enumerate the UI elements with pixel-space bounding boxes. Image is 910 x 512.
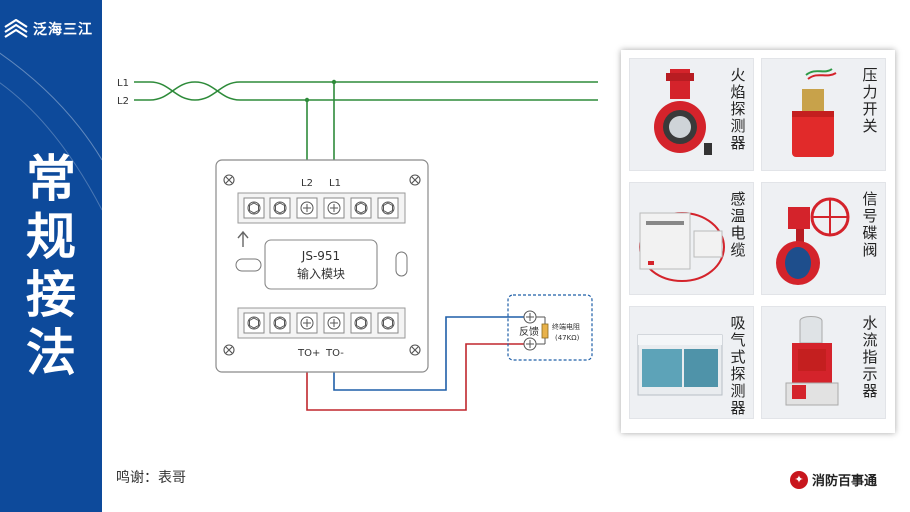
signal-butterfly-valve-icon xyxy=(776,197,850,285)
footer-brand-name: 消防百事通 xyxy=(812,474,878,489)
device-name: 吸气式探测器 xyxy=(730,314,746,417)
sidebar: 泛海三江 常 规 接 法 xyxy=(0,0,102,512)
bottom-terminals xyxy=(243,312,399,334)
module-name: 输入模块 xyxy=(297,266,345,281)
slide-title-char: 规 xyxy=(26,208,76,266)
slide-title-char: 常 xyxy=(26,150,76,208)
device-card-water-flow-indicator: 水流指示器 xyxy=(761,306,886,419)
module-label-window xyxy=(264,239,378,290)
slide-title-char: 接 xyxy=(26,266,76,324)
slot-right xyxy=(395,251,408,277)
device-name: 压力开关 xyxy=(862,66,878,135)
module-model: JS-951 xyxy=(301,249,340,263)
bus-l2-line xyxy=(134,81,598,101)
footer-brand: ✦ 消防百事通 xyxy=(790,470,877,489)
device-card-butterfly-valve: 信号碟阀 xyxy=(761,182,886,295)
sanjiang-logo-icon xyxy=(4,19,28,38)
device-name: 感温电缆 xyxy=(730,190,746,259)
device-name: 火焰探测器 xyxy=(730,66,746,152)
slot-left xyxy=(235,258,262,272)
terminal-label-to-minus: TO- xyxy=(325,348,344,359)
endpoint-box xyxy=(507,294,593,361)
device-card-aspirating-detector: 吸气式探测器 xyxy=(629,306,754,419)
device-card-pressure-switch: 压力开关 xyxy=(761,58,886,171)
brand: 泛海三江 xyxy=(4,19,93,39)
device-name: 水流指示器 xyxy=(862,314,878,400)
slide-title-char: 法 xyxy=(26,324,76,382)
water-flow-indicator-icon xyxy=(785,316,839,406)
resistor-value: (47KΩ) xyxy=(555,334,580,342)
feedback-endpoint: 反馈 终端电阻 (47KΩ) xyxy=(507,294,593,361)
top-terminals xyxy=(243,197,399,219)
bottom-terminal-block xyxy=(237,307,406,339)
heat-cable-icon xyxy=(639,212,725,282)
wire-to-minus xyxy=(333,316,528,391)
up-arrow-icon xyxy=(237,230,249,247)
pressure-switch-icon xyxy=(792,68,837,157)
terminal-label-l2: L2 xyxy=(301,178,313,189)
terminal-label-l1: L1 xyxy=(329,178,341,189)
top-terminal-block xyxy=(237,192,406,224)
feedback-label: 反馈 xyxy=(519,325,539,338)
acknowledgement: 鸣谢：表哥 xyxy=(116,470,186,486)
device-card-heat-cable: 感温电缆 xyxy=(629,182,754,295)
fire-service-logo-icon: ✦ xyxy=(790,470,808,489)
slide-title: 常 规 接 法 xyxy=(0,150,102,420)
device-card-flame-detector: 火焰探测器 xyxy=(629,58,754,171)
devices-panel: 火焰探测器 压力开关 感温电缆 xyxy=(621,50,895,433)
resistor-label: 终端电阻 xyxy=(552,322,580,331)
aspirating-detector-icon xyxy=(637,334,723,396)
bus-l1-line xyxy=(134,81,598,101)
js951-module: L2 L1 JS-951 输入模块 TO+ TO- xyxy=(215,159,429,373)
output-wires xyxy=(306,316,528,411)
eol-resistor xyxy=(541,323,549,339)
terminal-label-to-plus: TO+ xyxy=(297,348,320,359)
device-name: 信号碟阀 xyxy=(862,190,878,259)
brand-name: 泛海三江 xyxy=(33,22,93,38)
bus-l2-label: L2 xyxy=(117,96,129,107)
bus-l1-label: L1 xyxy=(117,78,129,89)
sidebar-decoration xyxy=(0,52,102,211)
wire-to-plus xyxy=(306,340,528,411)
flame-detector-icon xyxy=(654,69,712,155)
